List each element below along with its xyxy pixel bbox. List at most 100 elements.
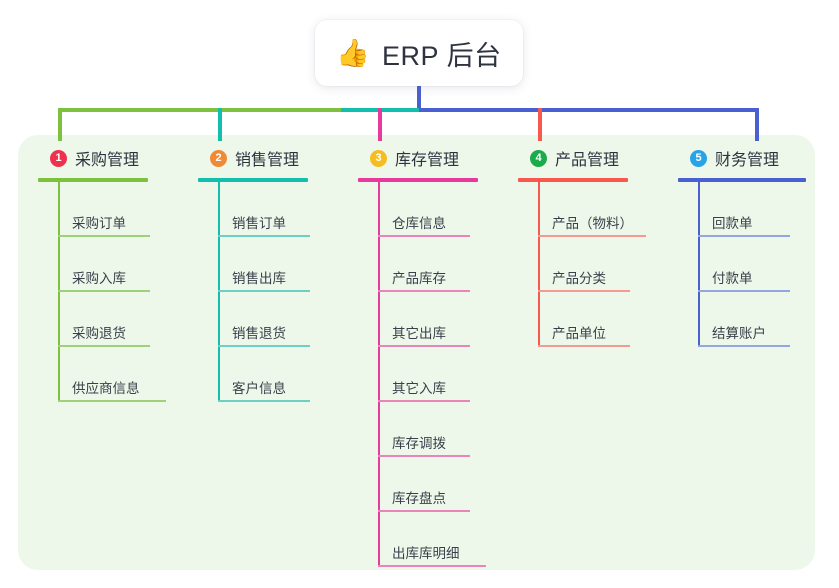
branch-item[interactable]: 采购订单 — [58, 182, 193, 237]
branch-column-1[interactable]: 1 采购管理采购订单采购入库采购退货供应商信息 — [38, 146, 193, 402]
branch-item-label: 采购退货 — [72, 326, 126, 341]
branch-item-label: 产品单位 — [552, 326, 606, 341]
branch-badge-3: 3 — [370, 149, 387, 167]
branch-item[interactable]: 销售出库 — [218, 237, 353, 292]
branch-item-rule — [378, 565, 486, 567]
branch-item-label: 产品库存 — [392, 271, 446, 286]
branch-item-label: 采购入库 — [72, 271, 126, 286]
branch-item[interactable]: 产品单位 — [538, 292, 673, 347]
branch-item-rule — [58, 235, 150, 237]
branch-item-rule — [218, 400, 310, 402]
branch-spine-5 — [698, 182, 700, 347]
branch-item-label: 回款单 — [712, 216, 753, 231]
branch-item[interactable]: 结算账户 — [698, 292, 833, 347]
branch-item-rule — [538, 235, 646, 237]
branch-spine-2 — [218, 182, 220, 402]
branch-item-label: 采购订单 — [72, 216, 126, 231]
branch-item-rule — [698, 290, 790, 292]
branch-item[interactable]: 库存盘点 — [378, 457, 513, 512]
branch-item-label: 产品（物料） — [552, 216, 633, 231]
branch-item-label: 出库库明细 — [392, 546, 460, 561]
branch-item-list-5: 回款单付款单结算账户 — [678, 182, 833, 347]
branch-spine-1 — [58, 182, 60, 402]
branch-rule-2 — [198, 178, 308, 182]
connector-drop-3 — [378, 108, 382, 141]
connector-drop-1 — [58, 108, 62, 141]
branch-item-rule — [538, 345, 630, 347]
branch-item[interactable]: 客户信息 — [218, 347, 353, 402]
root-node-title: ERP 后台 — [382, 40, 502, 71]
branch-item-label: 销售出库 — [232, 271, 286, 286]
branch-item-label: 库存调拨 — [392, 436, 446, 451]
branch-item-label: 销售订单 — [232, 216, 286, 231]
branch-item[interactable]: 产品库存 — [378, 237, 513, 292]
branch-item[interactable]: 销售退货 — [218, 292, 353, 347]
connector-bus-green — [58, 108, 341, 112]
connector-bus-blue — [419, 108, 759, 112]
branch-item-rule — [218, 345, 310, 347]
branch-item[interactable]: 销售订单 — [218, 182, 353, 237]
branch-item-rule — [58, 345, 150, 347]
connector-drop-2 — [218, 108, 222, 141]
branch-header-3[interactable]: 3 库存管理 — [358, 146, 513, 170]
root-node-erp-backend[interactable]: 👍 ERP 后台 — [315, 20, 523, 86]
branch-item-label: 客户信息 — [232, 381, 286, 396]
branch-item-list-4: 产品（物料） 产品分类产品单位 — [518, 182, 673, 347]
branch-badge-1: 1 — [50, 149, 67, 167]
branch-item[interactable]: 产品分类 — [538, 237, 673, 292]
branch-title-1: 采购管理 — [75, 152, 140, 169]
branch-item-label: 供应商信息 — [72, 381, 140, 396]
branch-item[interactable]: 付款单 — [698, 237, 833, 292]
branch-item-rule — [378, 455, 470, 457]
branch-item-rule — [378, 400, 470, 402]
branch-title-3: 库存管理 — [395, 152, 460, 169]
branch-item-rule — [218, 235, 310, 237]
branch-title-2: 销售管理 — [235, 152, 300, 169]
branch-item[interactable]: 其它出库 — [378, 292, 513, 347]
branch-item-label: 仓库信息 — [392, 216, 446, 231]
branch-item[interactable]: 出库库明细 — [378, 512, 513, 567]
branch-item-label: 库存盘点 — [392, 491, 446, 506]
connector-drop-5 — [755, 108, 759, 141]
branch-item[interactable]: 库存调拨 — [378, 402, 513, 457]
branch-item[interactable]: 采购入库 — [58, 237, 193, 292]
branch-item[interactable]: 采购退货 — [58, 292, 193, 347]
branch-item-rule — [58, 400, 166, 402]
branch-item-list-3: 仓库信息产品库存其它出库其它入库库存调拨库存盘点出库库明细 — [358, 182, 513, 567]
branch-item-rule — [698, 235, 790, 237]
branch-item-label: 销售退货 — [232, 326, 286, 341]
diagram-background-panel — [18, 135, 815, 570]
branch-column-2[interactable]: 2 销售管理销售订单销售出库销售退货客户信息 — [198, 146, 353, 402]
branch-item[interactable]: 其它入库 — [378, 347, 513, 402]
branch-item[interactable]: 仓库信息 — [378, 182, 513, 237]
branch-title-5: 财务管理 — [715, 152, 780, 169]
branch-badge-4: 4 — [530, 149, 547, 167]
branch-column-3[interactable]: 3 库存管理仓库信息产品库存其它出库其它入库库存调拨库存盘点出库库明细 — [358, 146, 513, 567]
branch-item-rule — [538, 290, 630, 292]
branch-item-label: 产品分类 — [552, 271, 606, 286]
branch-item[interactable]: 产品（物料） — [538, 182, 673, 237]
branch-header-2[interactable]: 2 销售管理 — [198, 146, 353, 170]
branch-item-label: 其它出库 — [392, 326, 446, 341]
branch-item-rule — [698, 345, 790, 347]
root-connector-stem — [417, 86, 421, 110]
branch-item-rule — [378, 510, 470, 512]
branch-item[interactable]: 供应商信息 — [58, 347, 193, 402]
branch-spine-3 — [378, 182, 380, 567]
branch-header-1[interactable]: 1 采购管理 — [38, 146, 193, 170]
branch-item-list-1: 采购订单采购入库采购退货供应商信息 — [38, 182, 193, 402]
thumbs-up-icon: 👍 — [336, 37, 371, 68]
connector-drop-4 — [538, 108, 542, 141]
branch-item-rule — [378, 345, 470, 347]
branch-badge-2: 2 — [210, 149, 227, 167]
branch-spine-4 — [538, 182, 540, 347]
branch-rule-1 — [38, 178, 148, 182]
branch-item-rule — [378, 235, 470, 237]
branch-item-label: 其它入库 — [392, 381, 446, 396]
branch-item[interactable]: 回款单 — [698, 182, 833, 237]
